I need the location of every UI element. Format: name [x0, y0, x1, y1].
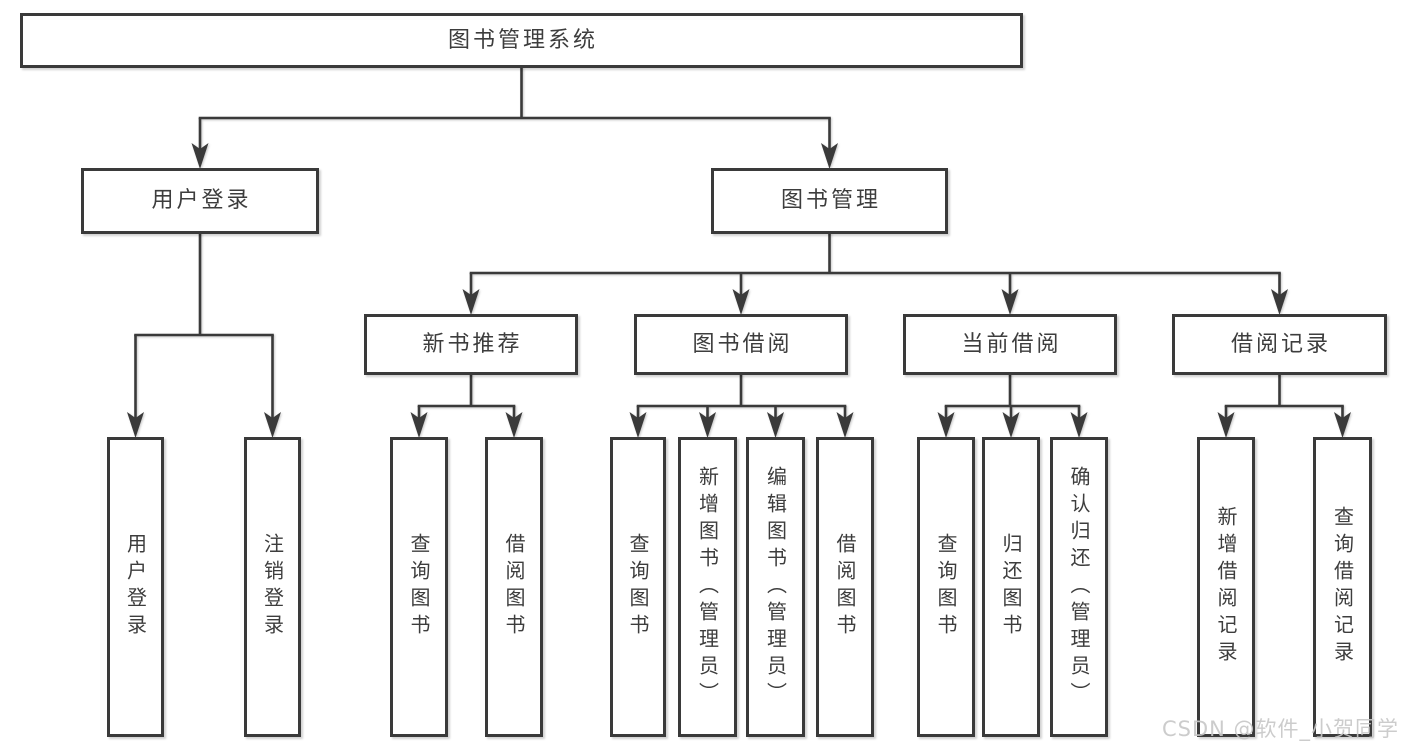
node-book-management: 图书管理 — [711, 168, 948, 234]
node-label-bor-query-books: 查询图书 — [626, 533, 650, 641]
node-rec-borrow-books: 借阅图书 — [485, 437, 543, 737]
node-bor-borrow-books: 借阅图书 — [816, 437, 874, 737]
arrowhead — [937, 412, 955, 438]
arrowhead — [127, 412, 144, 438]
arrowhead — [462, 289, 480, 315]
node-label-system: 图书管理系统 — [447, 27, 598, 53]
node-label-cur-query-books: 查询图书 — [934, 533, 958, 641]
node-login-action: 用户登录 — [107, 437, 164, 737]
arrowhead — [1070, 412, 1088, 438]
node-label-cur-confirm-return: 确认归还（管理员） — [1067, 465, 1091, 709]
node-label-cur-return-books: 归还图书 — [999, 533, 1023, 641]
arrowhead — [191, 143, 209, 169]
node-new-book-recommend: 新书推荐 — [364, 314, 578, 375]
node-add-borrow-record: 新增借阅记录 — [1197, 437, 1255, 737]
node-borrowing-records: 借阅记录 — [1172, 314, 1387, 375]
arrowhead — [732, 289, 750, 315]
arrowhead — [1001, 289, 1019, 315]
node-cur-query-books: 查询图书 — [917, 437, 975, 737]
node-rec-query-books: 查询图书 — [390, 437, 448, 737]
node-user-login: 用户登录 — [81, 168, 319, 234]
node-bor-query-books: 查询图书 — [610, 437, 666, 737]
arrowhead — [699, 412, 716, 438]
node-logout-action: 注销登录 — [244, 437, 301, 737]
node-query-borrow-record: 查询借阅记录 — [1313, 437, 1372, 737]
arrowhead — [264, 412, 281, 438]
arrowhead — [410, 412, 428, 438]
arrowhead — [629, 412, 647, 438]
node-label-bor-add-books: 新增图书（管理员） — [695, 465, 720, 709]
node-label-query-borrow-record: 查询借阅记录 — [1330, 506, 1355, 668]
arrowhead — [1217, 412, 1235, 438]
node-label-add-borrow-record: 新增借阅记录 — [1214, 506, 1238, 668]
arrowhead — [767, 412, 784, 438]
arrowhead — [1334, 412, 1351, 438]
node-label-logout-action: 注销登录 — [260, 533, 285, 641]
node-label-bor-edit-books: 编辑图书（管理员） — [763, 465, 788, 709]
node-label-login-action: 用户登录 — [123, 533, 148, 641]
watermark: CSDN @软件_小贺同学 — [1162, 717, 1400, 741]
node-bor-edit-books: 编辑图书（管理员） — [746, 437, 805, 737]
node-label-rec-borrow-books: 借阅图书 — [502, 533, 526, 641]
node-label-rec-query-books: 查询图书 — [407, 533, 431, 641]
node-label-book-management: 图书管理 — [780, 188, 881, 213]
node-label-current-borrowing: 当前借阅 — [961, 331, 1062, 357]
arrowhead — [505, 412, 523, 438]
arrowhead — [836, 412, 854, 438]
arrowhead — [1271, 289, 1288, 315]
node-label-bor-borrow-books: 借阅图书 — [833, 533, 857, 641]
node-cur-return-books: 归还图书 — [982, 437, 1040, 737]
node-bor-add-books: 新增图书（管理员） — [678, 437, 737, 737]
node-label-book-borrowing: 图书借阅 — [692, 331, 793, 357]
node-label-user-login: 用户登录 — [151, 188, 252, 213]
node-system: 图书管理系统 — [20, 13, 1023, 68]
node-cur-confirm-return: 确认归还（管理员） — [1050, 437, 1108, 737]
node-label-new-book-recommend: 新书推荐 — [422, 331, 523, 357]
arrowhead — [821, 143, 838, 169]
arrowhead — [1002, 412, 1020, 438]
node-label-borrowing-records: 借阅记录 — [1230, 331, 1331, 357]
node-current-borrowing: 当前借阅 — [903, 314, 1117, 375]
node-book-borrowing: 图书借阅 — [634, 314, 848, 375]
